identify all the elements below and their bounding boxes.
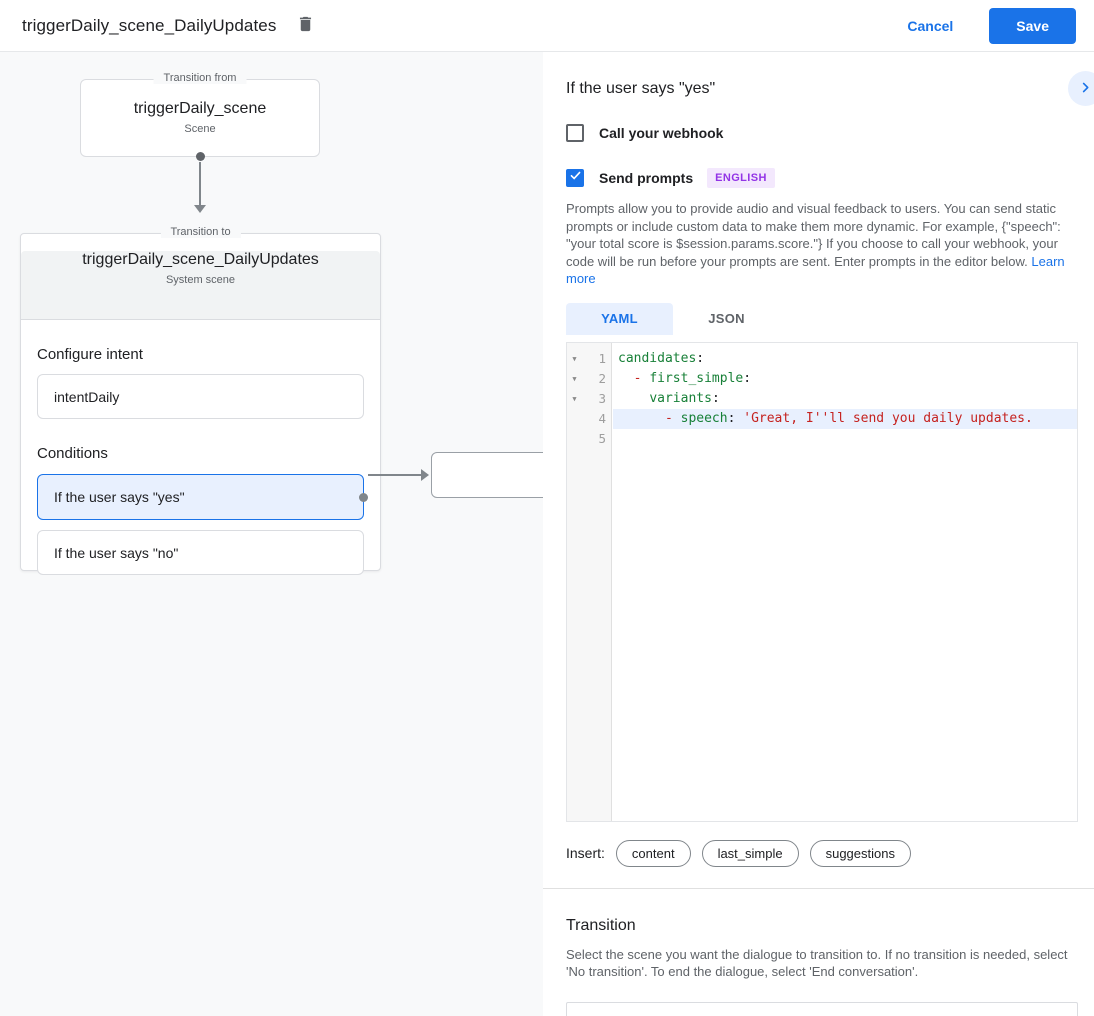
configure-intent-label: Configure intent <box>37 346 143 363</box>
condition-arrow-head-icon <box>421 469 429 481</box>
code-line-text <box>613 429 1077 449</box>
send-prompts-checkbox[interactable] <box>566 169 584 187</box>
send-prompts-row: Send prompts ENGLISH <box>566 168 1078 188</box>
condition-card-no[interactable]: If the user says "no" <box>37 530 364 575</box>
editor-format-tabs: YAML JSON <box>566 302 1078 335</box>
fold-arrow-icon[interactable]: ▼ <box>572 394 577 403</box>
condition-title: If the user says "yes" <box>566 80 716 97</box>
transition-description: Select the scene you want the dialogue t… <box>566 946 1068 980</box>
tab-yaml[interactable]: YAML <box>566 302 673 335</box>
editor-line-4[interactable]: 4 - speech: 'Great, I''ll send you daily… <box>567 408 1077 429</box>
flow-arrow-head-icon <box>194 205 206 213</box>
code-line-text: variants: <box>649 390 720 406</box>
editor-line-gutter: ▼2 <box>567 369 613 389</box>
insert-row: Insert: content last_simple suggestions <box>566 839 1078 867</box>
send-prompts-label: Send prompts <box>599 170 694 186</box>
line-number: 2 <box>598 370 606 386</box>
transition-to-legend: Transition to <box>160 226 241 238</box>
editor-line-gutter: 5 <box>567 429 613 449</box>
intent-name: intentDaily <box>54 388 120 405</box>
condition-card-yes[interactable]: If the user says "yes" <box>37 474 368 520</box>
fold-spacer <box>567 429 582 449</box>
insert-label: Insert: <box>566 845 605 861</box>
code-line-text: - speech: 'Great, I''ll send you daily u… <box>613 408 1077 429</box>
insert-chips: content last_simple suggestions <box>605 839 911 867</box>
editor-line-gutter: 4 <box>567 409 613 429</box>
trash-icon <box>296 13 315 38</box>
conditions-label: Conditions <box>37 445 108 462</box>
condition-arrow-line <box>368 474 421 476</box>
prompts-description-text: Prompts allow you to provide audio and v… <box>566 201 1061 269</box>
check-icon <box>569 169 582 187</box>
connector-dot <box>195 152 205 161</box>
line-number: 4 <box>598 410 606 426</box>
collapse-panel-button[interactable] <box>1068 71 1094 106</box>
editor-line-2[interactable]: ▼2 - first_simple: <box>567 369 1077 389</box>
editor-line-5[interactable]: 5 <box>567 429 1077 449</box>
editor-line-gutter: ▼1 <box>567 349 613 369</box>
to-scene-name: triggerDaily_scene_DailyUpdates <box>82 251 319 268</box>
transition-section: Transition Select the scene you want the… <box>543 917 1094 1016</box>
line-number: 5 <box>598 430 606 446</box>
call-webhook-label: Call your webhook <box>599 125 724 141</box>
transition-from-legend: Transition from <box>153 72 247 84</box>
save-button[interactable]: Save <box>989 7 1076 44</box>
transition-title: Transition <box>566 916 636 934</box>
fold-spacer <box>567 409 582 429</box>
chevron-right-icon <box>1078 80 1093 98</box>
page-title: triggerDaily_scene_DailyUpdates <box>22 15 277 35</box>
language-badge: ENGLISH <box>707 168 775 188</box>
insert-chip-content[interactable]: content <box>615 839 691 867</box>
line-number: 3 <box>598 390 606 406</box>
from-scene-type: Scene <box>184 123 216 135</box>
editor-line-3[interactable]: ▼3 variants: <box>567 389 1077 409</box>
prompt-section: If the user says "yes" Call your webhook… <box>543 80 1094 867</box>
condition-no-label: If the user says "no" <box>54 544 179 561</box>
intent-card[interactable]: intentDaily <box>37 374 364 419</box>
condition-yes-label: If the user says "yes" <box>54 489 185 505</box>
call-webhook-checkbox[interactable] <box>566 124 584 142</box>
learn-more-link[interactable]: Learn more <box>566 253 1065 287</box>
main-area: Transition from triggerDaily_scene Scene… <box>0 52 1094 1016</box>
cancel-button[interactable]: Cancel <box>897 10 963 42</box>
editor-gutter <box>567 342 612 821</box>
from-scene-name: triggerDaily_scene <box>133 100 267 117</box>
flow-node-to[interactable]: Transition to triggerDaily_scene_DailyUp… <box>20 226 381 575</box>
section-divider <box>543 887 1094 889</box>
to-scene-header: triggerDaily_scene_DailyUpdates System s… <box>21 251 380 320</box>
flow-arrow-line <box>199 162 201 206</box>
transition-select[interactable]: End conversation <box>566 1001 1078 1016</box>
insert-chip-last_simple[interactable]: last_simple <box>701 839 799 867</box>
fold-arrow-icon[interactable]: ▼ <box>572 374 577 383</box>
line-number: 1 <box>598 350 606 366</box>
webhook-row: Call your webhook <box>566 124 1078 142</box>
detail-panel: If the user says "yes" Call your webhook… <box>543 52 1094 1016</box>
to-scene-type: System scene <box>165 274 236 286</box>
transition-selected-value: End conversation <box>583 1013 691 1016</box>
flow-canvas[interactable]: Transition from triggerDaily_scene Scene… <box>0 52 543 1016</box>
flow-node-next[interactable] <box>431 452 543 498</box>
connector-dot <box>359 492 368 502</box>
fold-arrow-icon[interactable]: ▼ <box>572 354 577 363</box>
insert-chip-suggestions[interactable]: suggestions <box>809 839 911 867</box>
editor-line-gutter: ▼3 <box>567 389 613 409</box>
to-scene-body: Configure intent intentDaily Conditions … <box>21 346 380 591</box>
delete-scene-button[interactable] <box>296 13 315 38</box>
code-line-text: candidates: <box>618 350 705 366</box>
flow-node-from[interactable]: Transition from triggerDaily_scene Scene <box>80 72 320 161</box>
tab-json[interactable]: JSON <box>673 303 780 335</box>
code-line-text: - first_simple: <box>633 370 752 386</box>
prompts-description: Prompts allow you to provide audio and v… <box>566 200 1078 288</box>
top-bar: triggerDaily_scene_DailyUpdates Cancel S… <box>0 0 1094 52</box>
